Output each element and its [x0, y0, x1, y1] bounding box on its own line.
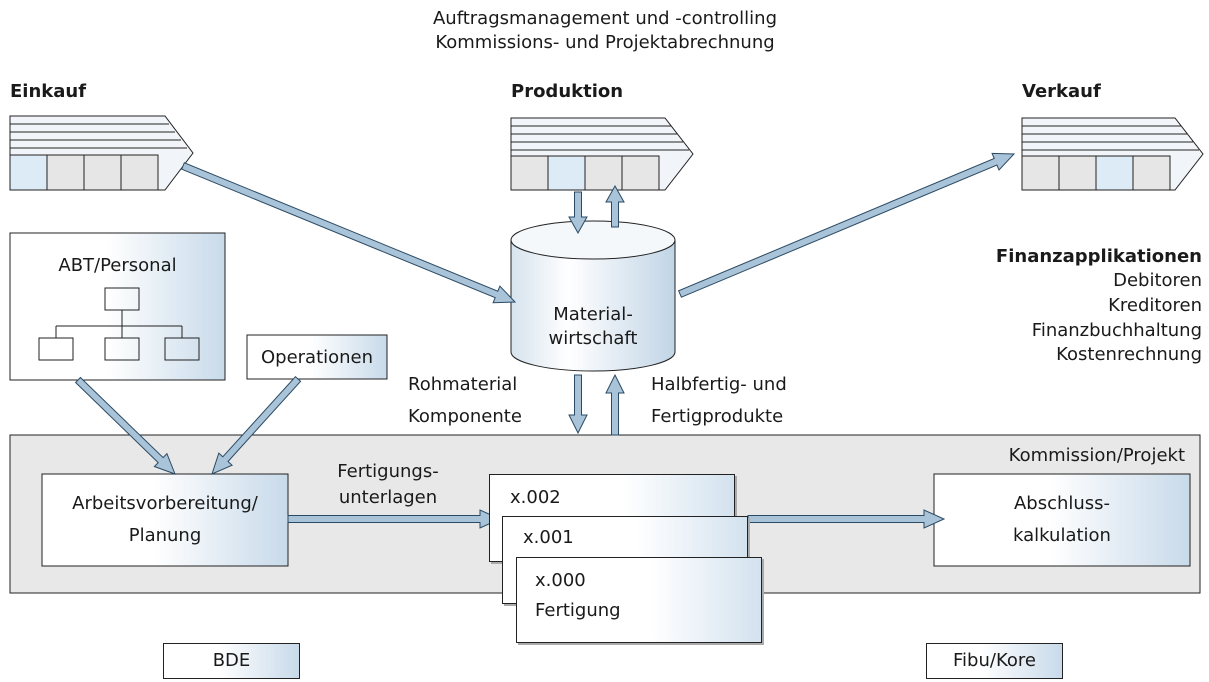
org-chart-icon [38, 287, 200, 361]
arrow-rohmaterial-down [568, 374, 588, 435]
arbeitsvorbereitung-box [41, 473, 289, 567]
fibu-kore-box [926, 643, 1063, 679]
verkauf-label: Verkauf [1022, 81, 1101, 102]
arrow-operationen-to-arbeit [211, 375, 302, 475]
halbfertig-label-line-1: Halbfertig- und [651, 374, 787, 395]
finance-item-kostenrechnung: Kostenrechnung [1056, 344, 1202, 365]
header-line-2: Kommissions- und Projektabrechnung [435, 32, 775, 53]
kommission-projekt-title: Kommission/Projekt [1008, 445, 1185, 466]
arbeitsvorbereitung-label-line-2: Planung [128, 525, 202, 546]
materialwirtschaft-label-line-2: wirtschaft [548, 328, 638, 349]
arrow-abt-to-arbeit [74, 376, 176, 475]
order-card-x000-label-line-2: Fertigung [535, 600, 621, 621]
fertigungsunterlagen-label-line-2: unterlagen [338, 487, 438, 508]
order-card-x002-label: x.002 [510, 487, 561, 508]
arrow-halbfertig-up [605, 373, 625, 436]
order-card-x000: x.000 Fertigung [516, 557, 762, 643]
fibu-kore-label: Fibu/Kore [953, 650, 1036, 671]
materialwirtschaft-label-line-1: Material- [553, 304, 633, 325]
rohmaterial-label-line-2: Komponente [408, 406, 522, 427]
einkauf-label: Einkauf [10, 81, 87, 102]
finance-item-kreditoren: Kreditoren [1108, 295, 1202, 316]
abschlusskalkulation-label-line-1: Abschluss- [1013, 493, 1111, 514]
abt-personal-box [9, 232, 226, 381]
einkauf-conveyor [9, 115, 194, 191]
arrow-material-to-verkauf [677, 152, 1016, 298]
finanzapplikationen-title: Finanzapplikationen [995, 246, 1202, 267]
rohmaterial-label-line-1: Rohmaterial [408, 374, 518, 395]
order-card-x001-label: x.001 [523, 527, 574, 548]
arbeitsvorbereitung-label-line-1: Arbeitsvorbereitung/ [72, 493, 258, 514]
arrow-produktion-to-material [568, 191, 588, 235]
header-line-1: Auftragsmanagement und -controlling [432, 8, 778, 29]
produktion-label: Produktion [511, 81, 624, 102]
operationen-label: Operationen [260, 347, 374, 368]
finance-item-finanzbuchhaltung: Finanzbuchhaltung [1031, 320, 1202, 341]
arrow-material-to-produktion [605, 184, 625, 228]
finance-item-debitoren: Debitoren [1113, 270, 1202, 291]
abt-personal-label: ABT/Personal [58, 255, 177, 276]
halbfertig-label-line-2: Fertigprodukte [651, 406, 784, 427]
arrow-einkauf-to-material [181, 162, 517, 304]
abschlusskalkulation-label-line-2: kalkulation [1013, 525, 1111, 546]
materialwirtschaft-database-icon [510, 220, 676, 372]
order-card-x000-label-line-1: x.000 [535, 570, 586, 591]
abschlusskalkulation-box [933, 473, 1191, 567]
operationen-box [246, 334, 388, 380]
produktion-conveyor [510, 117, 694, 191]
arrow-orders-to-abschluss [747, 509, 946, 529]
flow-arrows [74, 152, 1016, 529]
verkauf-conveyor [1021, 117, 1204, 191]
bde-box [163, 643, 300, 679]
fertigungsunterlagen-label-line-1: Fertigungs- [337, 461, 439, 482]
bde-label: BDE [212, 650, 251, 671]
